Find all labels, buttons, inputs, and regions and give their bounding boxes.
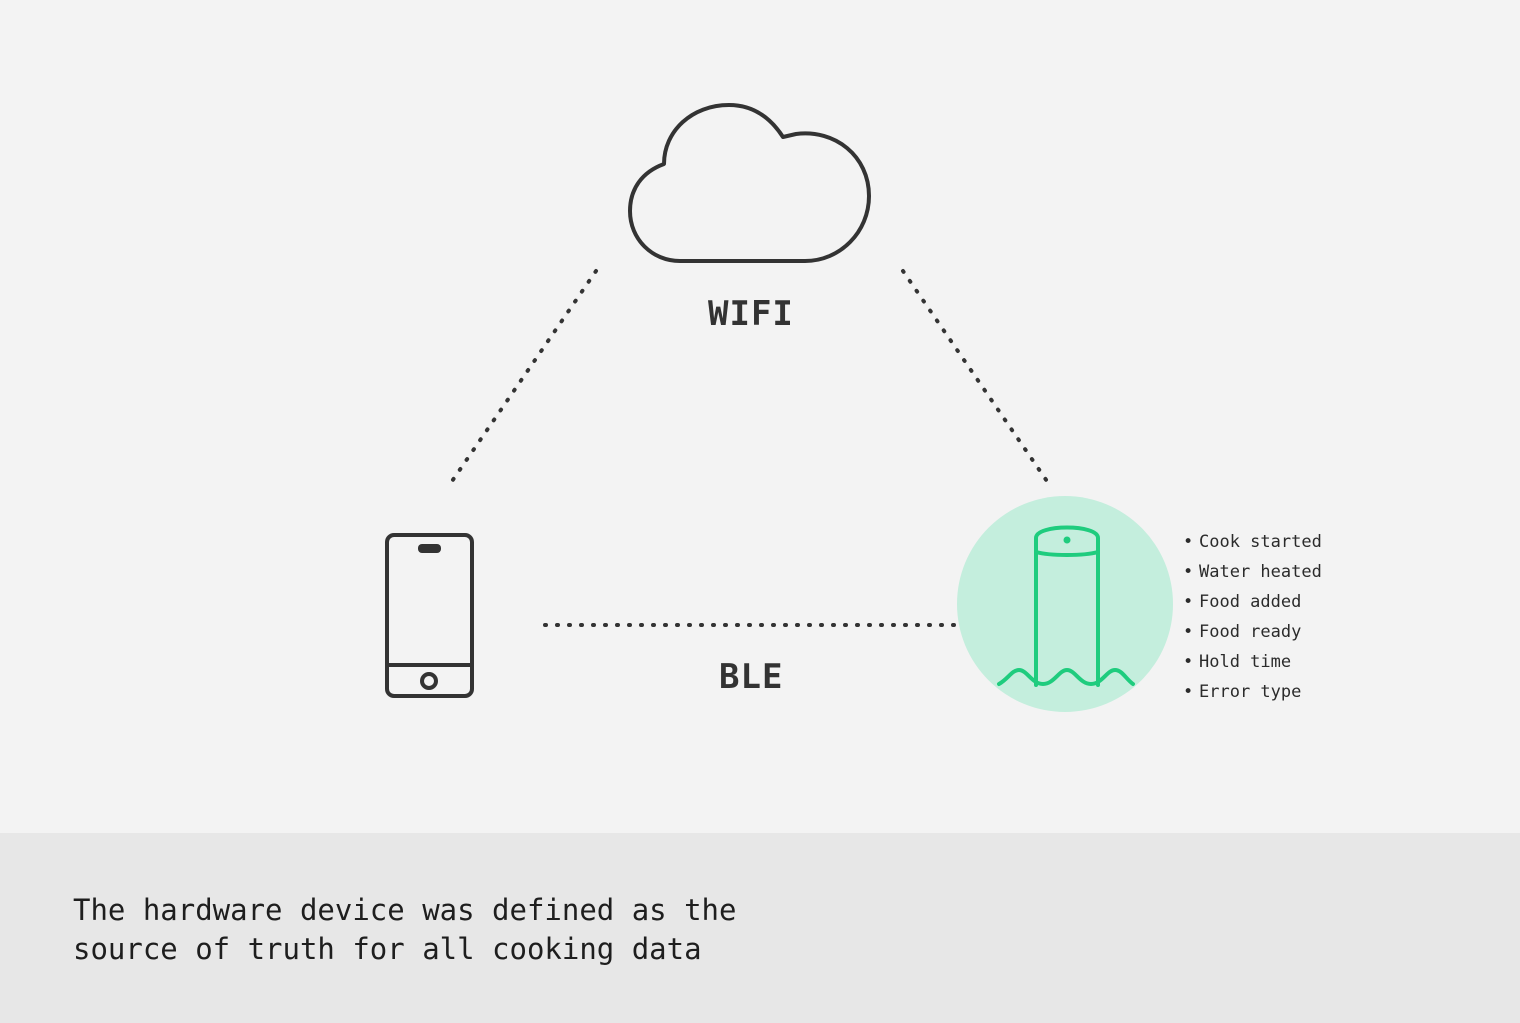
- event-label: Water heated: [1199, 562, 1322, 582]
- wifi-link-phone: [446, 269, 598, 489]
- device-badge: [957, 496, 1173, 712]
- event-label: Cook started: [1199, 532, 1322, 552]
- caption-text: The hardware device was defined as the s…: [73, 891, 736, 969]
- diagram-area: WIFI BLE •Cook started •Water heated •Fo…: [385, 103, 1322, 712]
- diagram-canvas: [385, 103, 1173, 712]
- device-event-list: •Cook started •Water heated •Food added …: [1183, 531, 1322, 711]
- cloud-icon: [628, 103, 871, 263]
- bullet-icon: •: [1183, 622, 1194, 642]
- sous-vide-device-icon: [997, 525, 1135, 687]
- event-label: Error type: [1199, 682, 1302, 702]
- wifi-label: WIFI: [708, 294, 794, 334]
- bullet-icon: •: [1183, 652, 1194, 672]
- smartphone-icon: [385, 533, 474, 698]
- wifi-link-device: [901, 269, 1053, 489]
- list-item: •Hold time: [1183, 651, 1322, 681]
- caption-line-2: source of truth for all cooking data: [73, 932, 702, 966]
- event-label: Hold time: [1199, 652, 1292, 672]
- event-label: Food added: [1199, 592, 1302, 612]
- list-item: •Food added: [1183, 591, 1322, 621]
- list-item: •Error type: [1183, 681, 1322, 711]
- caption-line-1: The hardware device was defined as the: [73, 893, 737, 927]
- bullet-icon: •: [1183, 562, 1194, 582]
- list-item: •Cook started: [1183, 531, 1322, 561]
- caption-band: The hardware device was defined as the s…: [0, 833, 1520, 1023]
- ble-label: BLE: [719, 657, 784, 697]
- bullet-icon: •: [1183, 682, 1194, 702]
- bullet-icon: •: [1183, 532, 1194, 552]
- list-item: •Food ready: [1183, 621, 1322, 651]
- event-label: Food ready: [1199, 622, 1302, 642]
- list-item: •Water heated: [1183, 561, 1322, 591]
- bullet-icon: •: [1183, 592, 1194, 612]
